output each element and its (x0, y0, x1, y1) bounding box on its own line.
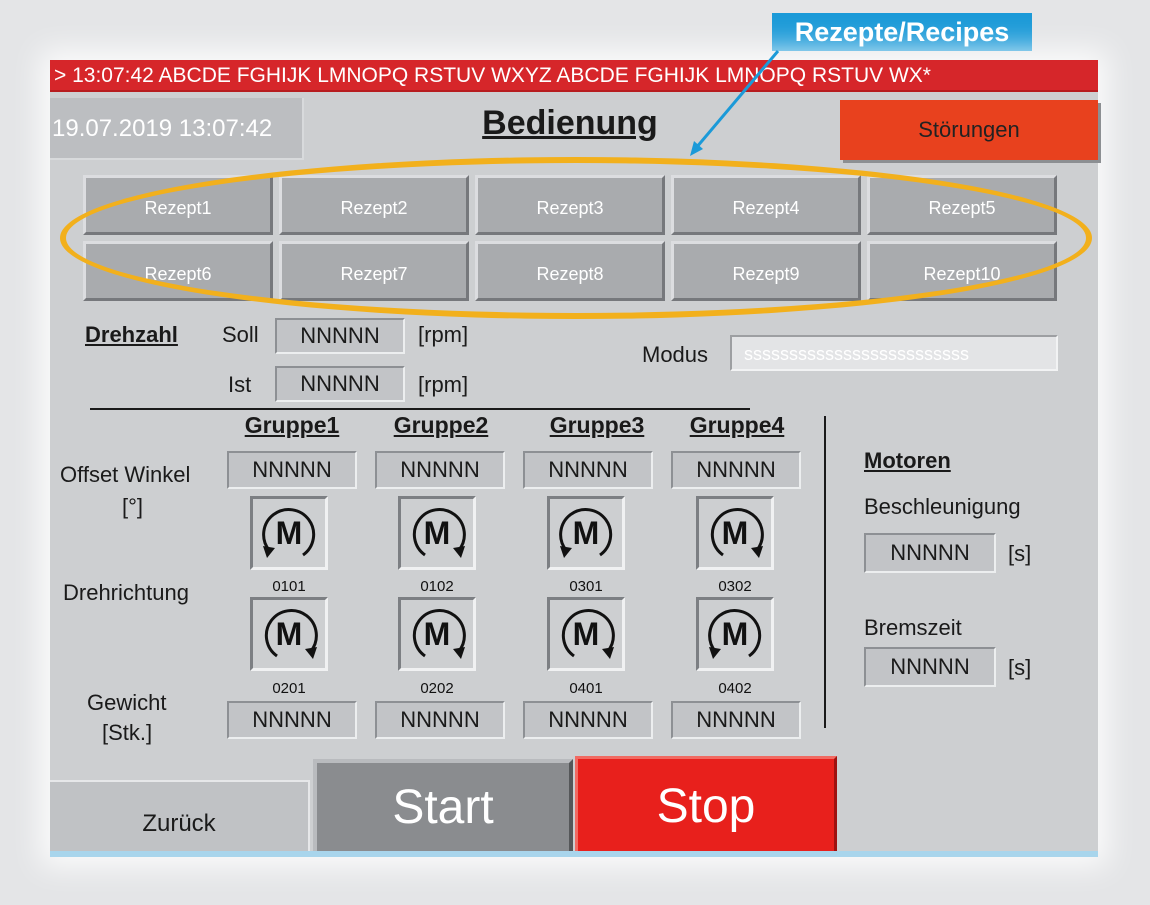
motor-rotation-icon (412, 508, 466, 558)
motor-rotation-icon (710, 508, 764, 558)
group-3-heading: Gruppe3 (549, 412, 645, 438)
group-3-offset-field[interactable]: NNNNN (523, 451, 653, 489)
group-3-motor-bottom[interactable]: M (547, 597, 625, 671)
group-2-motor-top[interactable]: M (398, 496, 476, 570)
group-2-motor-bottom[interactable]: M (398, 597, 476, 671)
acceleration-field[interactable]: NNNNN (864, 533, 996, 573)
recipe-button-10[interactable]: Rezept10 (867, 241, 1057, 301)
motor-letter: M (721, 616, 749, 652)
motor-id-0201: 0201 (272, 680, 306, 697)
speed-actual-field: NNNNN (275, 366, 405, 402)
faults-button[interactable]: Störungen (840, 100, 1098, 160)
speed-set-label: Soll (222, 322, 259, 347)
motor-id-0401: 0401 (569, 680, 603, 697)
motor-rotation-icon (412, 609, 466, 659)
group-1-weight-field[interactable]: NNNNN (227, 701, 357, 739)
motor-letter: M (275, 616, 303, 652)
motor-rotation-icon (264, 609, 318, 659)
group-3-motor-top[interactable]: M (547, 496, 625, 570)
hmi-panel: > 13:07:42 ABCDE FGHIJK LMNOPQ RSTUV WXY… (50, 60, 1098, 857)
motor-letter: M (275, 515, 303, 551)
brake-time-field[interactable]: NNNNN (864, 647, 996, 687)
brake-time-unit: [s] (1008, 655, 1032, 680)
ticker-text: > 13:07:42 ABCDE FGHIJK LMNOPQ RSTUV WXY… (54, 64, 931, 87)
motor-rotation-icon (708, 609, 762, 659)
back-button[interactable]: Zurück (50, 780, 310, 857)
motor-id-0302: 0302 (718, 578, 752, 595)
group-1-heading: Gruppe1 (244, 412, 340, 438)
offset-angle-label: Offset Winkel (60, 462, 191, 487)
bottom-accent-strip (50, 851, 1098, 857)
speed-set-unit: [rpm] (418, 322, 469, 347)
motors-heading: Motoren (864, 448, 951, 473)
recipe-button-8[interactable]: Rezept8 (475, 241, 665, 301)
speed-heading: Drehzahl (85, 322, 178, 347)
motor-letter: M (572, 616, 600, 652)
group-3-weight-field[interactable]: NNNNN (523, 701, 653, 739)
group-2-heading: Gruppe2 (393, 412, 489, 438)
mode-field: sssssssssssssssssssssssss (730, 335, 1058, 371)
mode-label: Modus (642, 342, 709, 367)
weight-label: Gewicht (87, 690, 167, 715)
recipe-button-5[interactable]: Rezept5 (867, 175, 1057, 235)
group-4-heading: Gruppe4 (689, 412, 785, 438)
motor-id-0101: 0101 (272, 578, 306, 595)
motor-letter: M (572, 515, 600, 551)
recipes-callout-label: Rezepte/Recipes (772, 13, 1032, 51)
weight-unit: [Stk.] (102, 720, 153, 745)
stop-button[interactable]: Stop (575, 756, 837, 857)
group-4-motor-bottom[interactable]: M (696, 597, 774, 671)
recipe-button-7[interactable]: Rezept7 (279, 241, 469, 301)
motor-id-0102: 0102 (420, 578, 454, 595)
brake-time-label: Bremszeit (864, 615, 962, 640)
group-4-motor-top[interactable]: M (696, 496, 774, 570)
acceleration-label: Beschleunigung (864, 494, 1021, 519)
group-4-offset-field[interactable]: NNNNN (671, 451, 801, 489)
recipe-button-4[interactable]: Rezept4 (671, 175, 861, 235)
speed-actual-label: Ist (228, 372, 252, 397)
speed-set-field[interactable]: NNNNN (275, 318, 405, 354)
recipe-button-1[interactable]: Rezept1 (83, 175, 273, 235)
motor-id-0202: 0202 (420, 680, 454, 697)
direction-label: Drehrichtung (63, 580, 189, 605)
group-4-weight-field[interactable]: NNNNN (671, 701, 801, 739)
speed-actual-unit: [rpm] (418, 372, 469, 397)
motor-id-0301: 0301 (569, 578, 603, 595)
motor-letter: M (721, 515, 749, 551)
motor-rotation-icon (559, 508, 613, 558)
group-1-offset-field[interactable]: NNNNN (227, 451, 357, 489)
motor-letter: M (423, 616, 451, 652)
motor-letter: M (423, 515, 451, 551)
offset-angle-unit: [°] (122, 494, 144, 519)
motor-id-0402: 0402 (718, 680, 752, 697)
acceleration-unit: [s] (1008, 541, 1032, 566)
alarm-ticker: > 13:07:42 ABCDE FGHIJK LMNOPQ RSTUV WXY… (50, 60, 1098, 92)
recipe-button-6[interactable]: Rezept6 (83, 241, 273, 301)
recipe-button-9[interactable]: Rezept9 (671, 241, 861, 301)
group-1-motor-top[interactable]: M (250, 496, 328, 570)
group-2-weight-field[interactable]: NNNNN (375, 701, 505, 739)
page-title: Bedienung (482, 104, 658, 142)
datetime-display: 19.07.2019 13:07:42 (50, 98, 304, 160)
group-1-motor-bottom[interactable]: M (250, 597, 328, 671)
column-divider (824, 416, 826, 728)
section-divider (90, 408, 750, 410)
group-2-offset-field[interactable]: NNNNN (375, 451, 505, 489)
motor-rotation-icon (262, 508, 316, 558)
motor-rotation-icon (561, 609, 615, 659)
recipe-button-3[interactable]: Rezept3 (475, 175, 665, 235)
recipe-button-2[interactable]: Rezept2 (279, 175, 469, 235)
start-button[interactable]: Start (313, 759, 573, 857)
